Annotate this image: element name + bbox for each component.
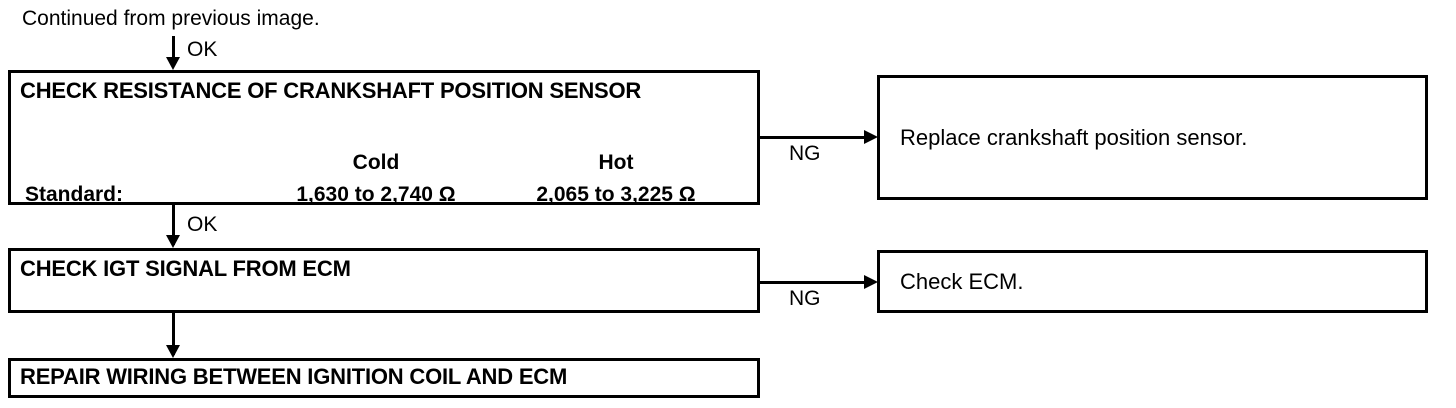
- outcome-box-check-ecm[interactable]: Check ECM.: [877, 250, 1428, 313]
- connector-line-ng-to-replace-sensor: [760, 136, 871, 139]
- outcome-box-replace-sensor[interactable]: Replace crankshaft position sensor.: [877, 75, 1428, 200]
- step-title-repair-wiring: REPAIR WIRING BETWEEN IGNITION COIL AND …: [20, 364, 568, 389]
- continued-caption: Continued from previous image.: [22, 7, 320, 30]
- edge-label-ok-1: OK: [187, 38, 218, 61]
- spec-column-header-hot: Hot: [598, 151, 634, 174]
- edge-label-ng-2: NG: [789, 287, 821, 310]
- arrow-right-icon-to-replace-sensor: [864, 130, 878, 144]
- step-box-check-resistance[interactable]: CHECK RESISTANCE OF CRANKSHAFT POSITION …: [8, 70, 760, 206]
- spec-value-cold: 1,630 to 2,740 Ω: [296, 183, 456, 206]
- connector-line-ok-to-check-igt: [172, 205, 175, 245]
- step-box-repair-wiring[interactable]: REPAIR WIRING BETWEEN IGNITION COIL AND …: [8, 358, 760, 398]
- edge-label-ok-2: OK: [187, 213, 218, 236]
- arrow-right-icon-to-check-ecm: [864, 275, 878, 289]
- arrow-down-icon-to-repair-wiring: [166, 345, 180, 358]
- outcome-text-check-ecm: Check ECM.: [900, 268, 1024, 294]
- step-box-check-igt-signal[interactable]: CHECK IGT SIGNAL FROM ECM: [8, 248, 760, 313]
- step-title-check-resistance: CHECK RESISTANCE OF CRANKSHAFT POSITION …: [20, 78, 642, 103]
- connector-line-ng-to-check-ecm: [760, 281, 871, 284]
- arrow-down-icon-to-check-igt: [166, 235, 180, 248]
- spec-standard-label: Standard:: [25, 183, 124, 206]
- connector-line-ok-to-repair-wiring: [172, 313, 175, 355]
- arrow-down-icon-to-check-resistance: [166, 57, 180, 70]
- spec-value-hot: 2,065 to 3,225 Ω: [536, 183, 696, 206]
- edge-label-ng-1: NG: [789, 142, 821, 165]
- outcome-text-replace-sensor: Replace crankshaft position sensor.: [900, 124, 1248, 150]
- connector-line-ok-to-check-resistance: [172, 36, 175, 66]
- step-title-check-igt-signal: CHECK IGT SIGNAL FROM ECM: [20, 256, 351, 281]
- spec-column-header-cold: Cold: [352, 151, 400, 174]
